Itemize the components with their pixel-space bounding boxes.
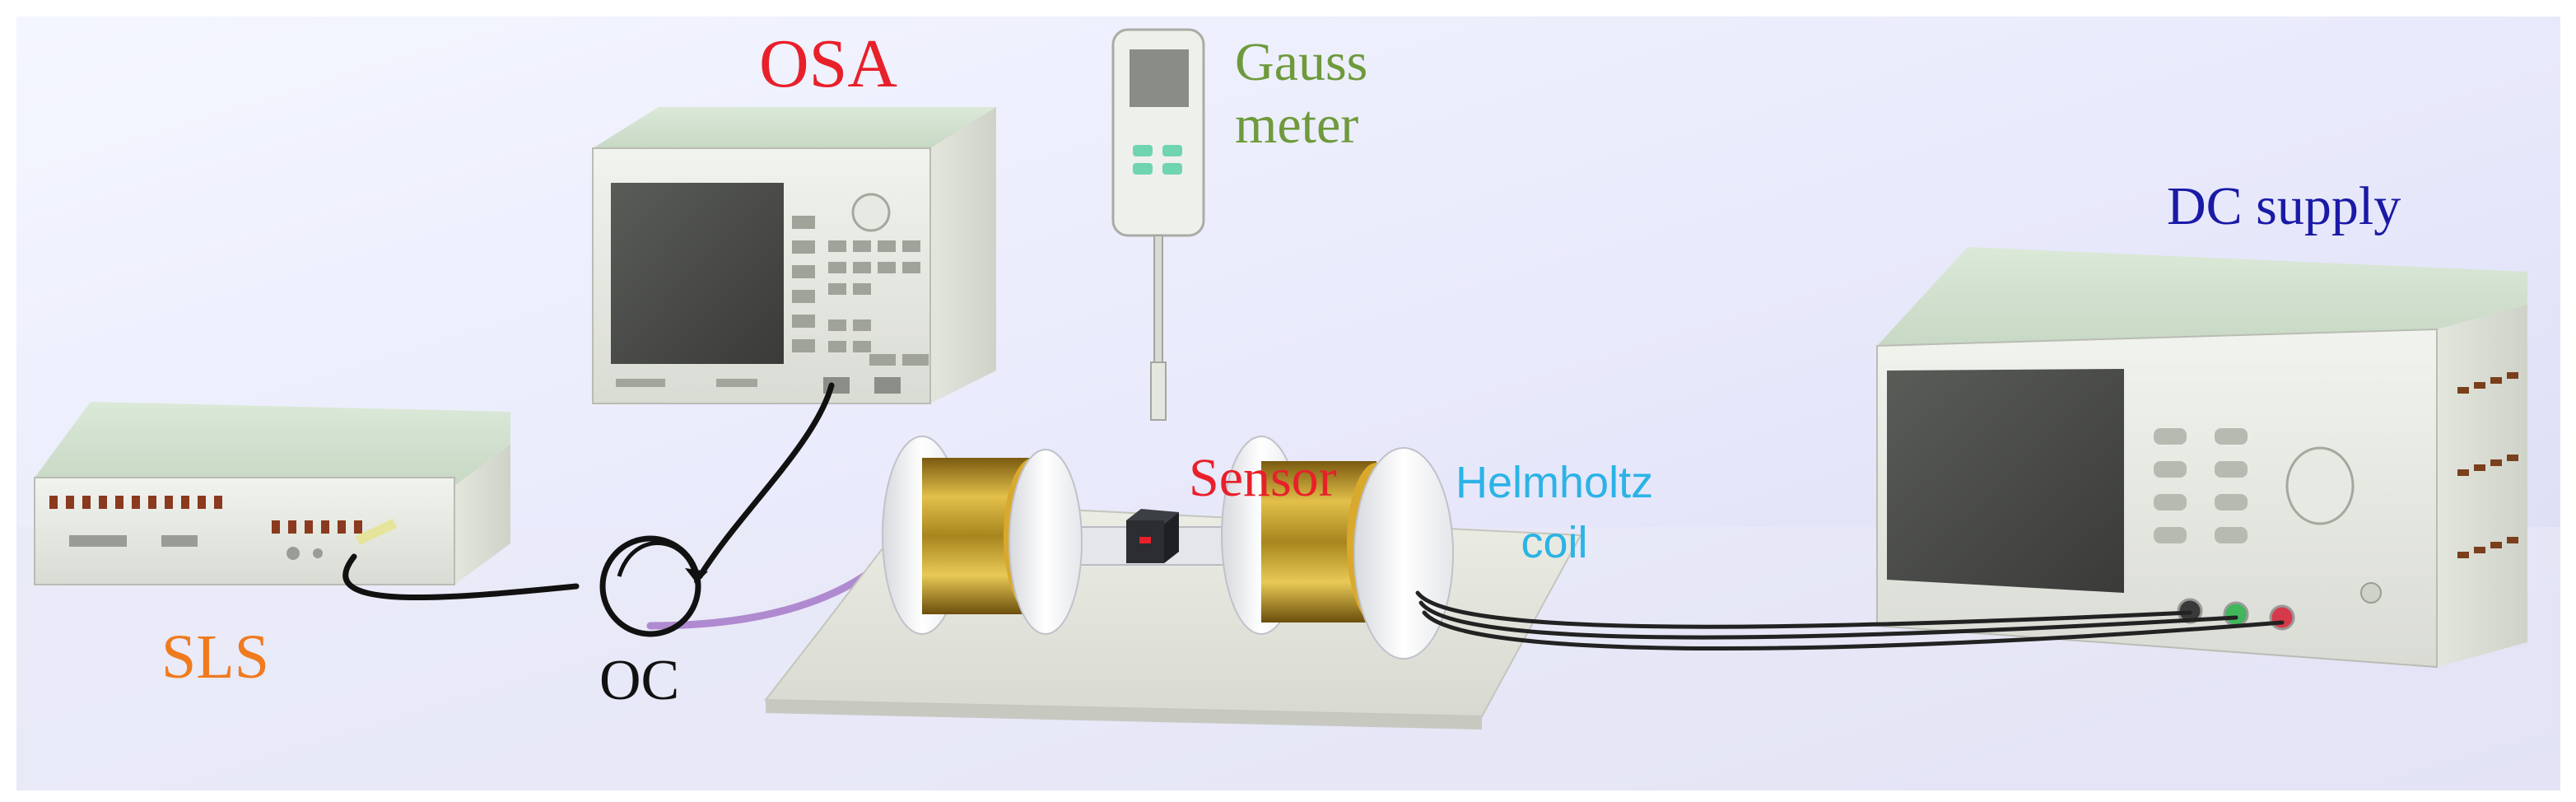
helmholtz-coil-label-line2: coil bbox=[1521, 517, 1588, 567]
gauss-meter bbox=[1111, 28, 1205, 421]
helmholtz-coil-label: Helmholtz coil bbox=[1456, 453, 1653, 573]
helmholtz-coil-assembly bbox=[763, 436, 1582, 730]
gauss-meter-display bbox=[1130, 49, 1189, 107]
dc-terminal-green bbox=[2223, 601, 2249, 627]
osa-knob bbox=[851, 193, 891, 232]
helmholtz-coil-label-line1: Helmholtz bbox=[1456, 458, 1654, 507]
sls-light-source bbox=[34, 402, 510, 585]
dc-supply-screen bbox=[1887, 369, 2124, 593]
sls-fiber-port bbox=[355, 518, 398, 546]
gauss-meter-label-line2: meter bbox=[1235, 94, 1359, 155]
osa-screen bbox=[611, 183, 784, 364]
dc-terminal-red bbox=[2269, 604, 2295, 631]
coil-power-cables bbox=[1415, 590, 2285, 650]
dc-supply-instrument bbox=[1876, 247, 2527, 669]
sls-label: SLS bbox=[161, 622, 269, 692]
dc-supply-label: DC supply bbox=[2167, 176, 2401, 236]
sensor-label: Sensor bbox=[1189, 448, 1337, 508]
oc-label: OC bbox=[599, 649, 680, 712]
osa-label: OSA bbox=[759, 26, 898, 102]
fiber-sls-to-oc bbox=[342, 553, 580, 601]
fiber-oc-to-osa bbox=[696, 382, 835, 580]
gauss-meter-label: Gauss meter bbox=[1235, 31, 1367, 156]
osa-instrument bbox=[592, 107, 996, 404]
dc-supply-knob bbox=[2285, 446, 2355, 525]
optical-circulator bbox=[599, 535, 708, 637]
gauss-meter-label-line1: Gauss bbox=[1235, 32, 1368, 92]
